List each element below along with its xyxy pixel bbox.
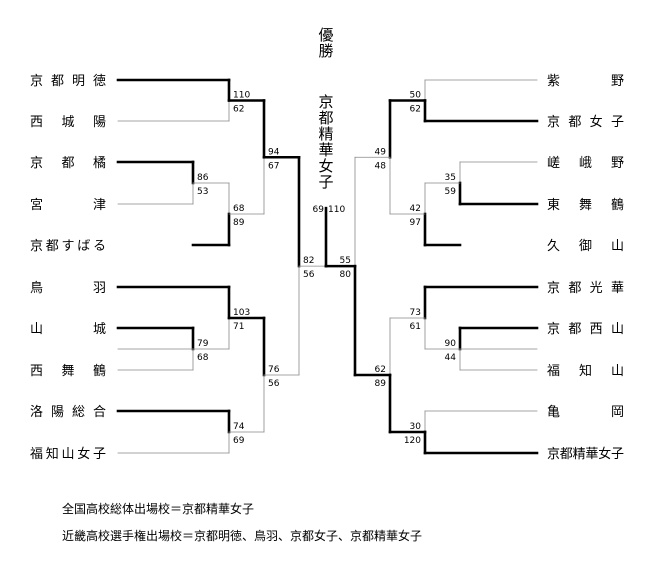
team-name-right: 京都光華 [547,281,624,296]
score-bottom: 59 [445,187,457,197]
score-top: 35 [445,173,456,183]
team-name-right: 亀岡 [547,405,624,420]
team-name-left: 洛陽総合 [30,405,106,420]
score-bottom: 67 [268,161,279,171]
score-top: 82 [303,256,314,266]
national-qualifier-note: 全国高校総体出場校＝京都精華女子 [62,502,255,516]
score-bottom: 61 [410,322,421,332]
team-name-left: 鳥羽 [30,281,106,296]
score-bottom: 56 [268,379,280,389]
team-name-left: 西舞鶴 [30,363,106,379]
score-top: 49 [375,147,387,157]
score-bottom: 69 [233,436,245,446]
team-name-left: 山城 [30,322,106,337]
score-bottom: 53 [197,187,208,197]
score-bottom: 44 [445,353,457,363]
bracket-lines [116,78,539,455]
score-top: 90 [445,339,457,349]
score-top: 50 [410,91,422,101]
team-name-left: 宮津 [30,197,106,213]
kinki-qualifier-note: 近畿高校選手権出場校＝京都明徳、鳥羽、京都女子、京都精華女子 [62,529,423,543]
score-top: 79 [197,339,209,349]
score-bottom: 62 [410,105,421,115]
team-name-right: 嵯峨野 [547,156,624,171]
score-top: 74 [233,422,245,432]
team-name-right: 久御山 [547,239,624,254]
score-bottom: 97 [410,218,421,228]
team-name-right: 福知山 [547,363,624,379]
score-bottom: 62 [233,105,244,115]
score-bottom: 89 [233,218,245,228]
score-top: 110 [233,91,250,101]
score-top: 62 [375,365,386,375]
score-top: 68 [233,204,245,214]
score-bottom: 80 [340,270,352,280]
score-top: 42 [410,204,421,214]
champion-name: 都 [318,109,333,127]
team-name-left: 京都明徳 [30,74,106,89]
final-score-left: 69 [313,205,325,215]
champion-name: 女 [318,157,333,175]
score-top: 73 [410,308,421,318]
score-bottom: 56 [303,270,315,280]
score-bottom: 48 [375,161,387,171]
champion-name: 華 [318,141,333,159]
score-bottom: 68 [197,353,209,363]
team-name-right: 京都女子 [547,114,624,130]
champion-name: 子 [318,173,333,191]
team-name-right: 京都精華女子 [547,446,624,462]
team-name-left: 福知山女子 [30,446,106,462]
score-bottom: 120 [404,436,421,446]
score-bottom: 89 [375,379,387,389]
champion-name: 京 [318,93,333,111]
score-top: 86 [197,173,209,183]
team-name-right: 京都西山 [547,322,624,337]
final-score-right: 110 [328,205,345,215]
score-top: 103 [233,308,250,318]
team-name-left: 西城陽 [30,115,106,130]
team-name-left: 京都すばる [30,239,106,254]
score-top: 30 [410,422,422,432]
team-name-right: 紫野 [547,74,624,89]
champion-heading: 勝 [318,42,333,60]
team-name-right: 東舞鶴 [547,197,624,213]
score-bottom: 71 [233,322,244,332]
score-top: 76 [268,365,280,375]
score-top: 94 [268,147,280,157]
team-name-left: 京都橘 [30,155,106,171]
score-top: 55 [340,256,351,266]
champion-heading: 優 [318,26,333,44]
champion-name: 精 [318,125,333,143]
